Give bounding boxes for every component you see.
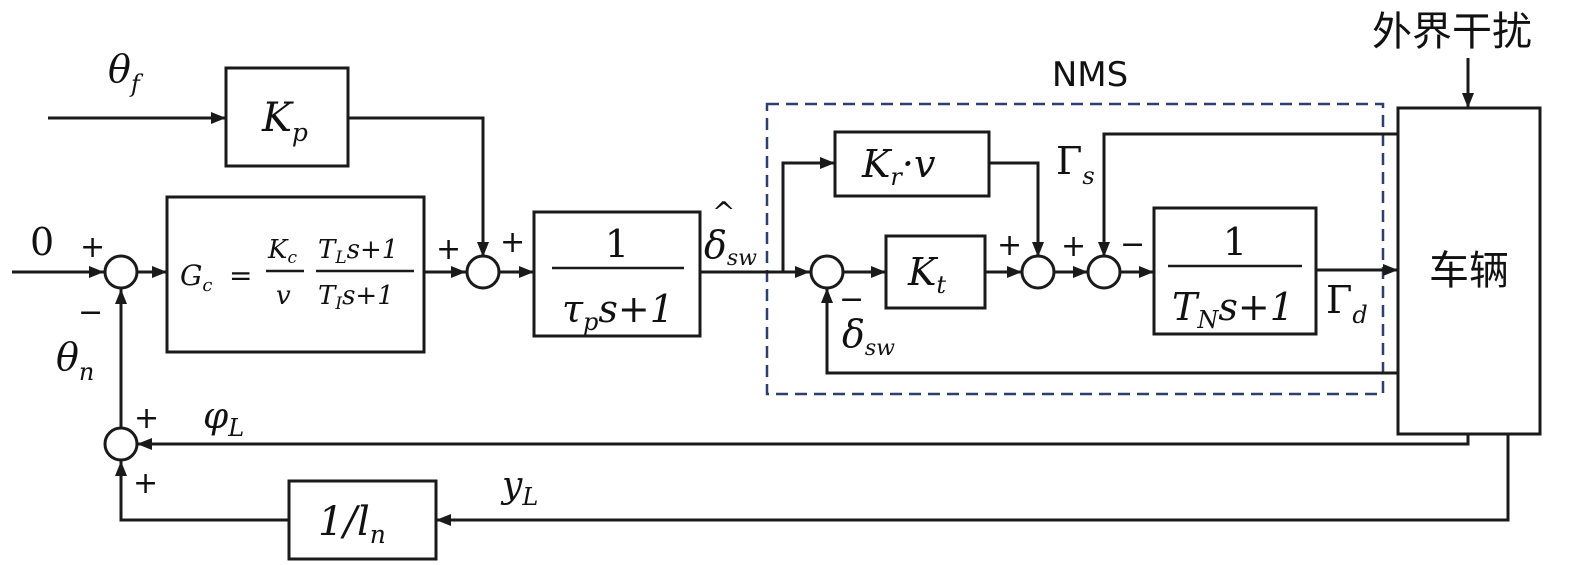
kp-main: K — [261, 95, 294, 141]
gc-den2-sub: I — [334, 294, 342, 314]
wire-branch-kr — [781, 157, 835, 272]
label-zero: 0 — [30, 220, 54, 264]
wire-delta-fb — [821, 288, 1398, 375]
tn-den-a: T — [1172, 285, 1200, 329]
sign-s1-top: + — [80, 230, 105, 265]
gc-den1: v — [276, 281, 291, 311]
label-delta-hat: δsw — [704, 223, 757, 271]
tau-den-b: s+1 — [598, 287, 674, 331]
block-lookahead-gain: 1/ln — [287, 479, 438, 561]
svg-text:TLs+1: TLs+1 — [318, 235, 398, 268]
wire-y-fb — [436, 434, 1510, 526]
sign-s6-top: + — [134, 401, 159, 436]
block-vehicle: 车辆 — [1396, 106, 1542, 436]
sum-junction-2 — [465, 254, 501, 290]
tn-num: 1 — [1223, 220, 1247, 264]
vehicle-label: 车辆 — [1429, 248, 1509, 294]
kt-main: K — [907, 250, 939, 294]
label-gamma-s: Γs — [1056, 139, 1095, 190]
svg-text:Gc: Gc — [180, 259, 212, 296]
ln-main: l — [357, 499, 370, 545]
svg-text:TNs+1: TNs+1 — [1172, 285, 1294, 334]
label-gamma-d: Γd — [1326, 278, 1368, 329]
kr-main: K — [861, 142, 893, 186]
block-nms-lag: 1 TNs+1 — [1152, 206, 1318, 336]
sign-s4-left: + — [997, 228, 1022, 263]
wire-ln-sum6 — [115, 461, 289, 522]
sum-junction-1 — [103, 254, 139, 290]
kr-rest: ·v — [902, 142, 936, 186]
block-actuator-lag: 1 τps+1 — [532, 210, 702, 338]
sign-s2-right: + — [500, 225, 525, 260]
wire-gamma-s-fb — [1098, 132, 1398, 257]
sign-s3-bottom: − — [839, 282, 864, 317]
sum-junction-4 — [1020, 254, 1056, 290]
gc-num2-a: T — [318, 235, 337, 265]
kp-sub: p — [292, 118, 308, 147]
tau-num: 1 — [605, 222, 629, 266]
label-phi-l: φL — [203, 396, 244, 442]
label-theta-f: θf — [108, 47, 144, 98]
label-theta-n: θn — [56, 335, 94, 386]
sign-s6-bottom: + — [133, 466, 158, 501]
gc-num1: K — [267, 235, 289, 265]
label-nms: NMS — [1052, 55, 1128, 95]
block-gc: Gc = Kc v TLs+1 TIs+1 — [165, 195, 426, 354]
sum-junction-6 — [103, 426, 139, 462]
svg-text:1/ln: 1/ln — [318, 499, 386, 549]
ln-pre: 1/ — [318, 499, 360, 545]
gc-den2-a: T — [318, 281, 337, 311]
block-kr-v: Kr·v — [833, 130, 991, 198]
sum-junction-3 — [809, 254, 845, 290]
label-delta-hat-mark: ^ — [712, 196, 735, 229]
gc-den2-b: s+1 — [342, 281, 394, 311]
sign-s5-right: − — [1120, 227, 1145, 262]
tn-den-sub: N — [1196, 306, 1219, 334]
label-disturbance: 外界干扰 — [1372, 9, 1532, 55]
sign-s5-left: + — [1061, 229, 1086, 264]
sum-junction-5 — [1086, 254, 1122, 290]
gc-num1-sub: c — [287, 248, 297, 268]
label-delta-fb: δsw — [842, 312, 895, 361]
svg-text:τps+1: τps+1 — [562, 287, 674, 336]
sign-s2-left: + — [436, 232, 461, 267]
wire-phi-fb — [137, 434, 1470, 450]
gc-num2-sub: L — [334, 248, 346, 268]
block-kt: Kt — [884, 234, 987, 310]
ln-sub: n — [370, 520, 386, 549]
svg-text:Kt: Kt — [907, 250, 946, 299]
tau-den-a: τ — [562, 287, 584, 331]
gc-num2-b: s+1 — [347, 235, 399, 265]
gc-lhs-sub: c — [202, 275, 212, 296]
nms-boundary — [765, 102, 1385, 396]
sign-s1-bottom: − — [78, 295, 103, 330]
kr-sub: r — [890, 163, 903, 191]
svg-text:Kc: Kc — [267, 235, 297, 268]
tau-den-sub: p — [583, 308, 598, 336]
tn-den-b: s+1 — [1218, 285, 1294, 329]
kt-sub: t — [936, 271, 946, 299]
label-y-l: yL — [500, 465, 538, 511]
svg-text:Kp: Kp — [261, 95, 308, 147]
wire-kr-out — [989, 161, 1044, 257]
svg-text:Kr·v: Kr·v — [861, 142, 936, 191]
block-kp: Kp — [224, 66, 350, 168]
gc-eq: = — [229, 259, 252, 292]
svg-text:TIs+1: TIs+1 — [318, 281, 394, 314]
wire-kp-out — [348, 116, 489, 257]
gc-lhs: G — [180, 259, 202, 292]
